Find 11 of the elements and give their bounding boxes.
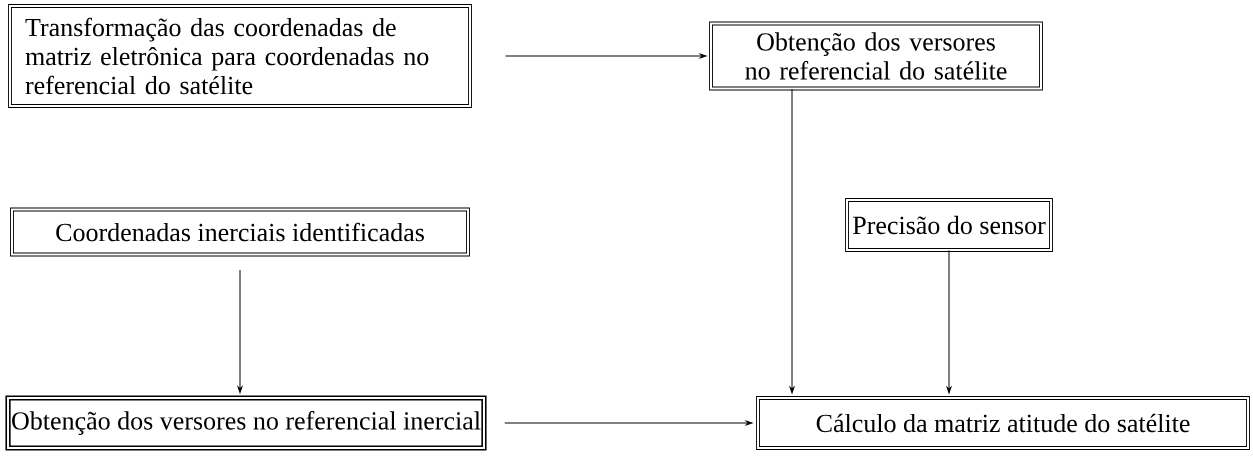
process-box: Coordenadas inerciais identificadas: [10, 207, 470, 257]
arrow: [789, 88, 795, 394]
process-box: Obtenção dos versores no referencial inercial: [5, 395, 487, 451]
process-box: Transformação das coordenadas de matriz eletrônica para coordenadas no referencial do satélite: [8, 4, 472, 108]
process-box: Cálculo da matriz atitude do satélite: [756, 396, 1250, 450]
arrow: [946, 249, 952, 394]
process-box: Precisão do sensor: [845, 198, 1053, 252]
arrow: [237, 269, 243, 394]
process-box: Obtenção dos versores no referencial do satélite: [709, 21, 1043, 91]
arrow: [504, 53, 707, 59]
arrow: [504, 420, 753, 426]
